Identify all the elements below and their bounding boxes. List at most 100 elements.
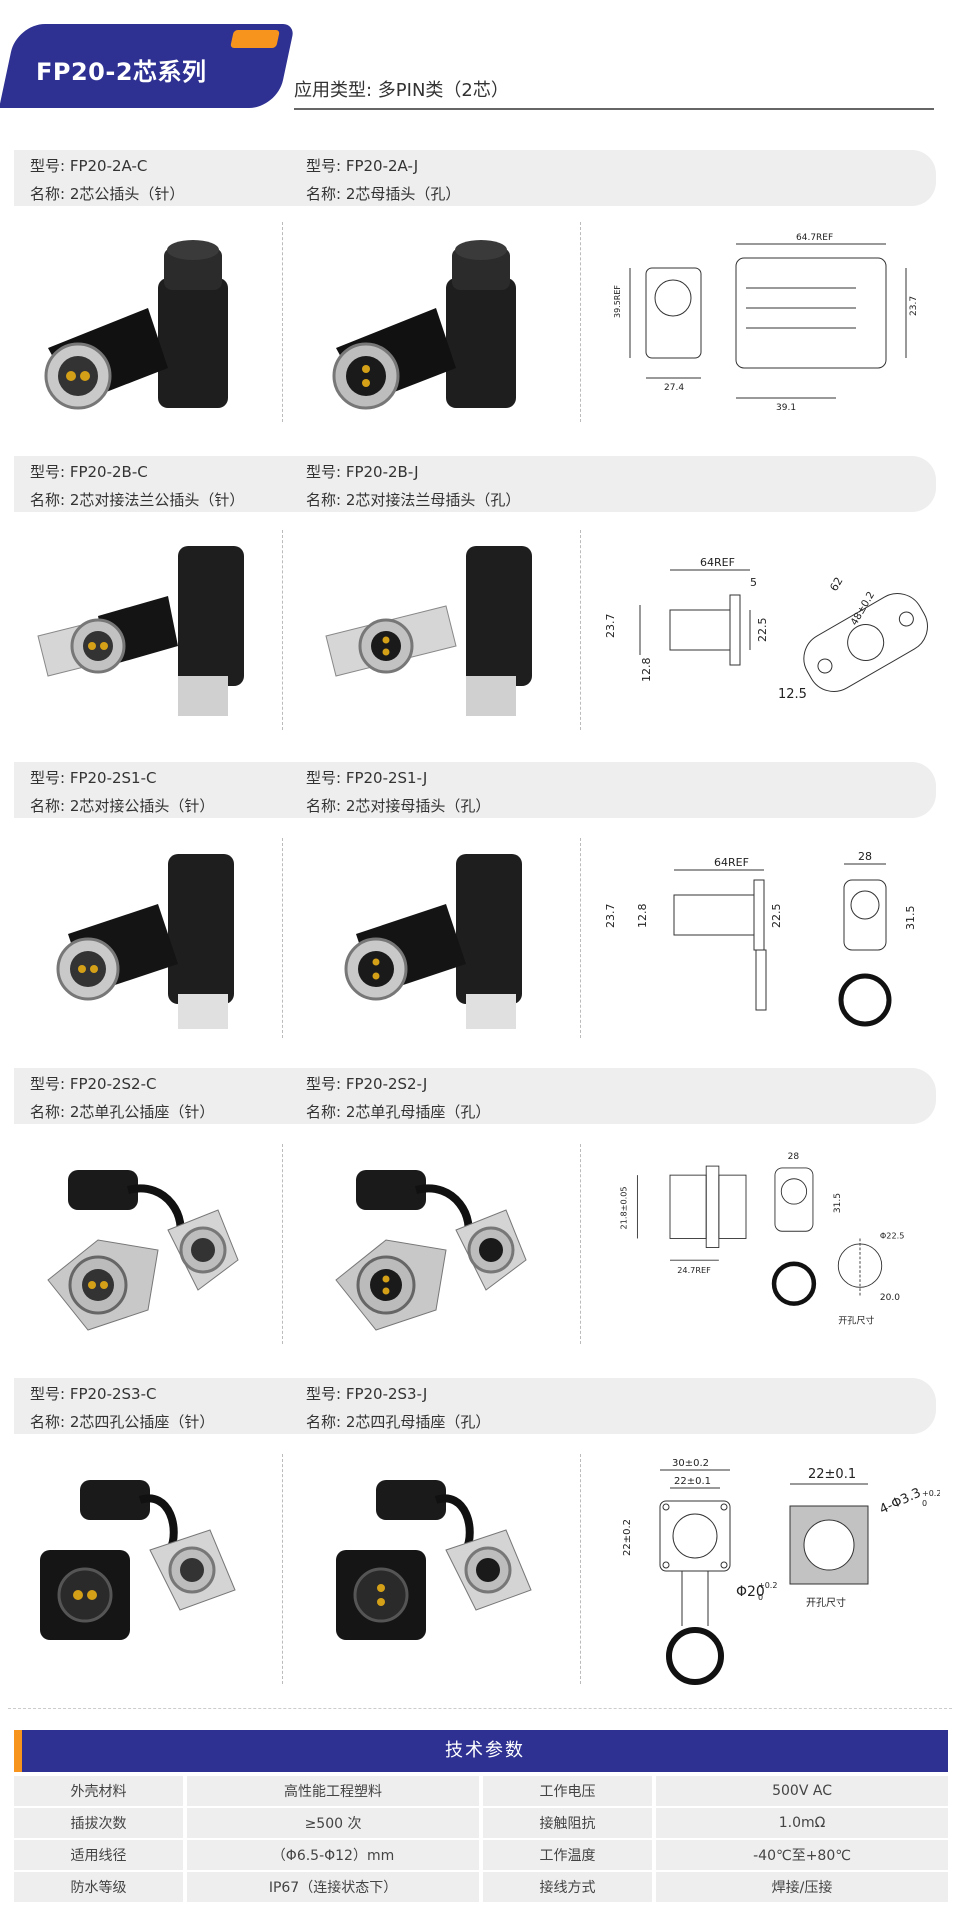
left-name: 名称: 2芯四孔公插座（针） xyxy=(30,1413,215,1431)
series-badge-accent xyxy=(230,30,280,48)
dim-label: 31.5 xyxy=(904,906,917,931)
single-hole-female-socket-image xyxy=(335,1170,527,1331)
dim-label: Φ20 xyxy=(736,1584,765,1600)
dim-label: 开孔尺寸 xyxy=(806,1596,846,1609)
dim-label: 28 xyxy=(858,850,872,863)
left-name: 名称: 2芯公插头（针） xyxy=(30,185,185,203)
left-model: 型号: FP20-2S2-C xyxy=(30,1075,157,1093)
tech-key: 适用线径 xyxy=(14,1840,184,1870)
dim-label: 12.8 xyxy=(636,904,649,929)
dim-label: 28 xyxy=(788,1152,800,1162)
tech-key: 防水等级 xyxy=(14,1872,184,1902)
column-divider xyxy=(580,1454,581,1684)
series-title: FP20-2芯系列 xyxy=(36,58,207,86)
right-name: 名称: 2芯母插头（孔） xyxy=(306,185,461,203)
dim-label: 64REF xyxy=(700,556,735,569)
dim-label: 64REF xyxy=(714,856,749,869)
dim-label: 22±0.1 xyxy=(674,1476,711,1487)
dim-label: 4-Φ3.3 xyxy=(877,1485,923,1517)
flange-female-plug-image xyxy=(325,546,532,716)
dim-label: 27.4 xyxy=(664,383,684,393)
column-divider xyxy=(282,1144,283,1344)
dim-label: 22.5 xyxy=(756,618,769,643)
dimension-drawing-2s2: 21.8±0.05 24.7REF 28 31.5 Φ22.5 20.0 开孔尺… xyxy=(619,1152,905,1327)
column-divider xyxy=(580,530,581,730)
tech-key: 接触阻抗 xyxy=(482,1808,653,1838)
product-band-2a xyxy=(14,150,936,206)
column-divider xyxy=(580,1144,581,1344)
left-model: 型号: FP20-2B-C xyxy=(30,463,148,481)
dim-label: 12.8 xyxy=(640,658,653,683)
tech-key: 插拔次数 xyxy=(14,1808,184,1838)
right-model: 型号: FP20-2A-J xyxy=(306,157,419,175)
four-hole-male-socket-image xyxy=(40,1480,236,1640)
tech-key: 工作温度 xyxy=(482,1840,653,1870)
docking-female-plug-image xyxy=(344,854,522,1029)
tech-value: ≥500 次 xyxy=(187,1808,479,1838)
dim-label: 20.0 xyxy=(880,1293,900,1303)
dim-label: +0.2 xyxy=(758,1581,777,1590)
column-divider xyxy=(282,530,283,730)
left-name: 名称: 2芯对接公插头（针） xyxy=(30,797,215,815)
tech-header-accent xyxy=(14,1730,22,1772)
tech-key: 工作电压 xyxy=(482,1776,653,1806)
dimension-drawing-2b: 64REF 5 23.7 22.5 12.8 12.5 62 48±0.2 xyxy=(604,556,928,702)
dim-label: 22±0.2 xyxy=(622,1519,633,1556)
tech-key: 接线方式 xyxy=(482,1872,653,1902)
table-row: 插拔次数 ≥500 次 接触阻抗 1.0mΩ xyxy=(14,1808,948,1838)
single-hole-male-socket-image xyxy=(47,1170,239,1331)
column-divider xyxy=(580,838,581,1038)
female-plug-image xyxy=(332,240,516,410)
dim-label: 39.1 xyxy=(776,403,796,413)
table-row: 防水等级 IP67（连接状态下） 接线方式 焊接/压接 xyxy=(14,1872,948,1902)
right-name: 名称: 2芯单孔母插座（孔） xyxy=(306,1103,491,1121)
male-plug-image xyxy=(44,240,228,410)
dim-label: 64.7REF xyxy=(796,233,833,243)
header-divider xyxy=(294,108,934,110)
left-name: 名称: 2芯单孔公插座（针） xyxy=(30,1103,215,1121)
tech-table-title: 技术参数 xyxy=(22,1730,948,1772)
left-name: 名称: 2芯对接法兰公插头（针） xyxy=(30,491,245,509)
dim-label: +0.2 xyxy=(922,1489,940,1498)
dim-label: Φ22.5 xyxy=(880,1230,905,1240)
tech-value: 焊接/压接 xyxy=(656,1872,948,1902)
dim-label: 48±0.2 xyxy=(849,590,877,628)
right-name: 名称: 2芯四孔母插座（孔） xyxy=(306,1413,491,1431)
right-name: 名称: 2芯对接法兰母插头（孔） xyxy=(306,491,521,509)
column-divider xyxy=(282,1454,283,1684)
tech-value: -40℃至+80℃ xyxy=(656,1840,948,1870)
tech-value: （Φ6.5-Φ12）mm xyxy=(187,1840,479,1870)
left-model: 型号: FP20-2S3-C xyxy=(30,1385,157,1403)
dim-label: 开孔尺寸 xyxy=(838,1315,874,1327)
dim-label: 23.7 xyxy=(604,904,617,929)
tech-table: 外壳材料 高性能工程塑料 工作电压 500V AC 插拔次数 ≥500 次 接触… xyxy=(14,1774,948,1904)
dimension-drawing-2a: 64.7REF 39.5REF 27.4 39.1 23.7 xyxy=(613,233,919,413)
docking-male-plug-image xyxy=(56,854,234,1029)
right-model: 型号: FP20-2S3-J xyxy=(306,1385,428,1403)
dim-label: 22±0.1 xyxy=(808,1467,856,1482)
product-band-2b xyxy=(14,456,936,512)
dim-label: 31.5 xyxy=(833,1193,843,1213)
dim-label: 5 xyxy=(750,576,757,589)
flange-male-plug-image xyxy=(37,546,244,716)
product-band-2s3 xyxy=(14,1378,936,1434)
left-model: 型号: FP20-2S1-C xyxy=(30,769,157,787)
right-model: 型号: FP20-2B-J xyxy=(306,463,419,481)
dim-label: 21.8±0.05 xyxy=(619,1186,629,1229)
right-name: 名称: 2芯对接母插头（孔） xyxy=(306,797,491,815)
product-band-2s2 xyxy=(14,1068,936,1124)
dim-label: 23.7 xyxy=(604,614,617,639)
left-model: 型号: FP20-2A-C xyxy=(30,157,148,175)
dim-label: 12.5 xyxy=(778,687,807,702)
dim-label: 30±0.2 xyxy=(672,1458,709,1469)
application-type: 应用类型: 多PIN类（2芯） xyxy=(294,80,509,101)
product-band-2s1 xyxy=(14,762,936,818)
table-row: 外壳材料 高性能工程塑料 工作电压 500V AC xyxy=(14,1776,948,1806)
dim-label: 0 xyxy=(922,1499,927,1508)
tech-value: IP67（连接状态下） xyxy=(187,1872,479,1902)
tech-value: 1.0mΩ xyxy=(656,1808,948,1838)
dimension-drawing-2s3: 30±0.2 22±0.1 22±0.2 Φ20 0 +0.2 22±0.1 4… xyxy=(622,1458,940,1685)
column-divider xyxy=(282,838,283,1038)
dimension-drawing-2s1: 64REF 23.7 12.8 22.5 28 31.5 xyxy=(604,850,917,1027)
section-divider xyxy=(8,1708,952,1709)
